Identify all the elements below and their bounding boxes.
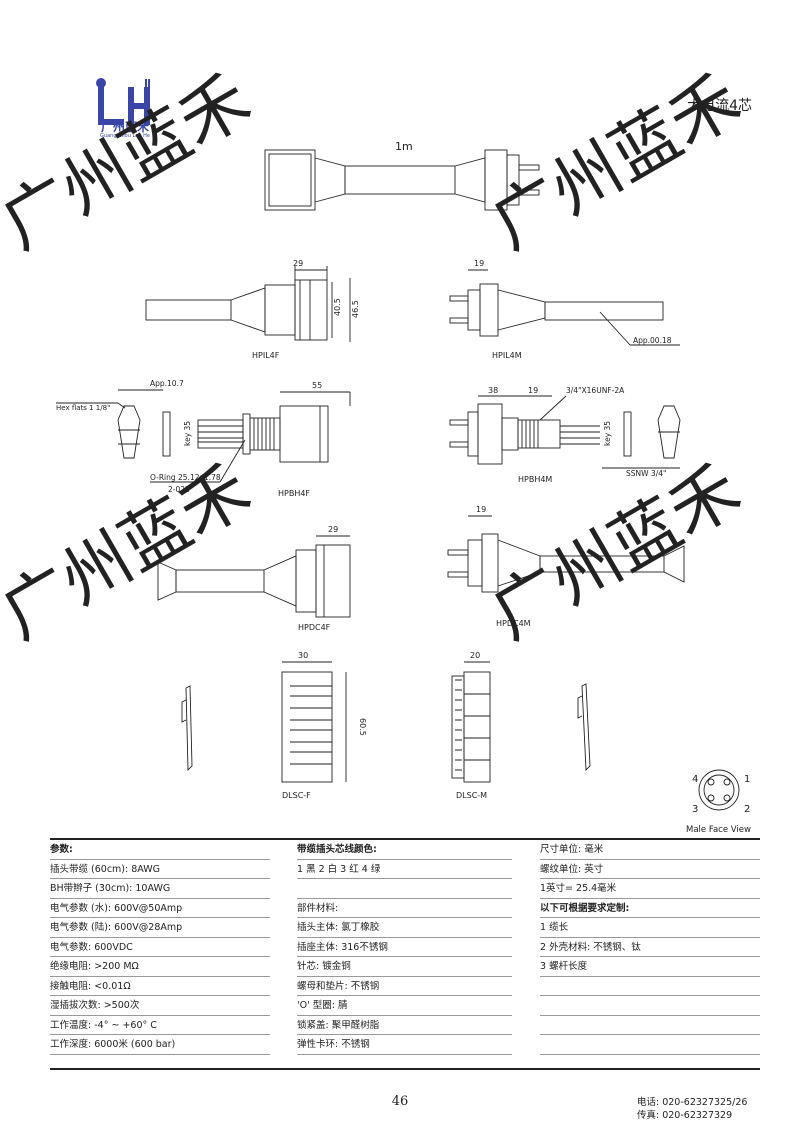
- fax-number: 传真: 020-62327329: [637, 1110, 733, 1121]
- svg-text:App.10.7: App.10.7: [150, 379, 184, 388]
- hpdc4f-label: HPDC4F: [298, 623, 331, 632]
- spec-row: 接触电阻: <0.01Ω: [50, 977, 270, 996]
- svg-text:2: 2: [744, 804, 750, 815]
- spec-row: 插座主体: 316不锈钢: [297, 938, 512, 957]
- svg-text:19: 19: [474, 259, 484, 268]
- spec-row: 工作深度: 6000米 (600 bar): [50, 1035, 270, 1055]
- materials-column: 带缆插头芯线颜色:1 黑 2 白 3 红 4 绿部件材料:插头主体: 氯丁橡胶插…: [297, 840, 512, 1068]
- phone-number: 电话: 020-62327325/26: [637, 1097, 748, 1108]
- spec-row: 2 外壳材料: 不锈钢、钛: [540, 938, 760, 957]
- svg-text:广州蓝禾: 广州蓝禾: [0, 450, 264, 654]
- dlsc-f-label: DLSC-F: [282, 791, 311, 800]
- svg-text:20: 20: [470, 651, 480, 660]
- hpbh4m-label: HPBH4M: [518, 475, 552, 484]
- svg-text:O-Ring 25.12x1.78: O-Ring 25.12x1.78: [150, 473, 221, 482]
- svg-text:29: 29: [293, 259, 303, 268]
- technical-drawing: 广州蓝禾 广州蓝禾 广州蓝禾 广州蓝禾 广州蓝禾 广州蓝禾 1m 29 40.5…: [0, 60, 754, 835]
- svg-text:App.00.18: App.00.18: [633, 336, 672, 345]
- spec-row: 电气参数: 600VDC: [50, 938, 270, 957]
- svg-text:广州蓝禾: 广州蓝禾: [479, 60, 754, 264]
- svg-text:38: 38: [488, 386, 498, 395]
- svg-text:Hex flats 1 1/8": Hex flats 1 1/8": [56, 404, 110, 412]
- male-face-view-label: Male Face View: [686, 825, 751, 835]
- logo-pinyin: Guang Zhou Lan He: [100, 133, 150, 139]
- logo-name: 广州蓝禾: [100, 120, 149, 134]
- spec-row: 参数:: [50, 840, 270, 860]
- dlsc-m-drawing: 20 DLSC-M: [451, 651, 591, 800]
- spec-row: 尺寸单位: 毫米: [540, 840, 760, 860]
- svg-text:3/4"X16UNF-2A: 3/4"X16UNF-2A: [566, 386, 625, 395]
- dlsc-f-drawing: 30 60.5 DLSC-F: [181, 651, 367, 800]
- spec-row: 部件材料:: [297, 899, 512, 918]
- company-logo: [96, 78, 150, 125]
- hpdc4m-label: HPDC4M: [496, 619, 531, 628]
- cable-assembly-1m: 1m: [264, 140, 540, 211]
- spec-row: 1英寸= 25.4毫米: [540, 879, 760, 899]
- spec-row: 湿插拔次数: >500次: [50, 996, 270, 1016]
- spec-row: 'O' 型圈: 腈: [297, 996, 512, 1016]
- spec-row: 插头主体: 氯丁橡胶: [297, 918, 512, 938]
- svg-text:19: 19: [528, 386, 538, 395]
- spec-row: [540, 1016, 760, 1035]
- spec-row: 工作温度: -4° ~ +60° C: [50, 1016, 270, 1035]
- svg-text:key 35: key 35: [183, 421, 192, 446]
- spec-row: 3 螺杆长度: [540, 957, 760, 977]
- spec-row: 弹性卡环: 不锈钢: [297, 1035, 512, 1055]
- spec-row: [540, 1035, 760, 1055]
- spec-row: 绝缘电阻: >200 MΩ: [50, 957, 270, 977]
- document-title: 大电流4芯: [687, 98, 752, 114]
- hpil4f-label: HPIL4F: [252, 351, 280, 360]
- spec-row: 带缆插头芯线颜色:: [297, 840, 512, 860]
- svg-text:29: 29: [328, 525, 338, 534]
- hpbh4f-label: HPBH4F: [278, 489, 310, 498]
- svg-text:40.5: 40.5: [333, 298, 342, 316]
- svg-text:60.5: 60.5: [358, 718, 367, 736]
- spec-row: 插头带缆 (60cm): 8AWG: [50, 860, 270, 879]
- male-face-view: 4 1 3 2 Male Face View: [686, 769, 751, 835]
- spec-row: [540, 977, 760, 996]
- svg-text:广州蓝禾: 广州蓝禾: [0, 60, 264, 264]
- spec-row: [540, 996, 760, 1016]
- spec-row: 螺母和垫片: 不锈钢: [297, 977, 512, 996]
- dlsc-m-label: DLSC-M: [456, 791, 487, 800]
- svg-text:1: 1: [744, 774, 750, 785]
- hpil4f-drawing: 29 40.5 46.5 HPIL4F: [145, 259, 360, 360]
- hpil4m-label: HPIL4M: [492, 351, 522, 360]
- spec-row: 螺纹单位: 英寸: [540, 860, 760, 879]
- svg-text:SSNW 3/4": SSNW 3/4": [626, 469, 666, 478]
- page-number: 46: [391, 1094, 409, 1109]
- spec-row: 电气参数 (水): 600V@50Amp: [50, 899, 270, 918]
- svg-text:key 35: key 35: [603, 421, 612, 446]
- svg-text:4: 4: [692, 774, 698, 785]
- spec-row: [297, 879, 512, 899]
- hpil4m-drawing: 19 App.00.18 HPIL4M: [449, 259, 680, 360]
- spec-row: 锁紧盖: 聚甲醛树脂: [297, 1016, 512, 1035]
- length-label: 1m: [395, 140, 413, 153]
- spec-row: 以下可根据要求定制:: [540, 899, 760, 918]
- svg-text:2-022: 2-022: [168, 485, 190, 494]
- svg-text:30: 30: [298, 651, 308, 660]
- spec-row: 针芯: 镀金铜: [297, 957, 512, 977]
- hpdc4m-drawing: 19 HPDC4M: [447, 505, 685, 628]
- svg-text:19: 19: [476, 505, 486, 514]
- spec-row: 电气参数 (陆): 600V@28Amp: [50, 918, 270, 938]
- hpbh4m-drawing: 38 19 3/4"X16UNF-2A key 35 SSNW 3/4" HPB…: [449, 386, 681, 484]
- spec-row: BH带辫子 (30cm): 10AWG: [50, 879, 270, 899]
- hpdc4f-drawing: 29 HPDC4F: [157, 525, 351, 632]
- svg-text:46.5: 46.5: [351, 300, 360, 318]
- spec-row: 1 缆长: [540, 918, 760, 938]
- spec-row: 1 黑 2 白 3 红 4 绿: [297, 860, 512, 879]
- svg-text:3: 3: [692, 804, 698, 815]
- hpbh4f-drawing: 55 Hex flats 1 1/8" App.10.7 key 35 O-Ri…: [56, 379, 351, 498]
- svg-text:55: 55: [312, 381, 322, 390]
